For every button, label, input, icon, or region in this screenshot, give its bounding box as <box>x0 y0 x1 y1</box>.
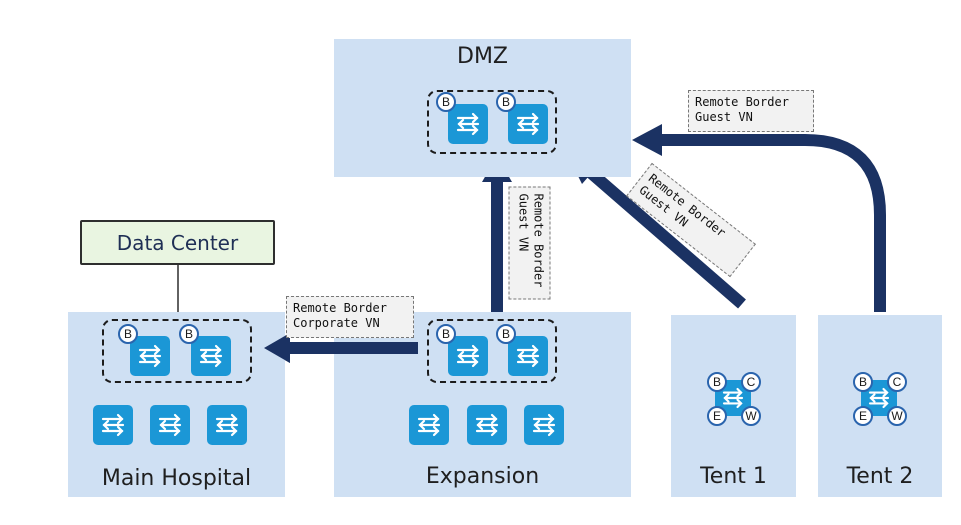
border-badge: B <box>436 324 456 344</box>
control-badge: C <box>887 372 907 392</box>
hospital-border-group <box>102 319 252 383</box>
wireless-badge: W <box>741 406 761 426</box>
dmz-border-group <box>427 90 557 154</box>
border-badge: B <box>118 324 138 344</box>
hospital-edge-switch <box>150 405 190 445</box>
control-badge: C <box>741 372 761 392</box>
expansion-border-group <box>427 319 557 383</box>
hospital-border-switch <box>130 336 170 376</box>
tent2-to-dmz-arrow <box>660 134 886 312</box>
border-badge: B <box>496 92 516 112</box>
hospital-edge-switch <box>207 405 247 445</box>
expansion-label: Expansion <box>425 464 540 489</box>
callout-remote-border-corporate: Remote Border Corporate VN <box>286 296 414 338</box>
tent1-label: Tent 1 <box>700 464 767 489</box>
tent1-to-dmz-arrow <box>586 167 746 309</box>
expansion-edge-switch <box>467 405 507 445</box>
main-hospital-label: Main Hospital <box>101 466 252 491</box>
expansion-edge-switch <box>409 405 449 445</box>
callout-remote-border-guest-top: Remote Border Guest VN <box>688 90 814 132</box>
border-badge: B <box>496 324 516 344</box>
border-badge: B <box>707 372 727 392</box>
wireless-badge: W <box>887 406 907 426</box>
dmz-border-switch <box>448 104 488 144</box>
expansion-border-switch <box>508 336 548 376</box>
dmz-label: DMZ <box>457 44 508 69</box>
tent2-label: Tent 2 <box>846 464 914 489</box>
edge-badge: E <box>707 406 727 426</box>
dmz-site: DMZ <box>334 39 631 177</box>
dmz-border-switch <box>508 104 548 144</box>
border-badge: B <box>436 92 456 112</box>
hospital-edge-switch <box>93 405 133 445</box>
edge-badge: E <box>853 406 873 426</box>
border-badge: B <box>853 372 873 392</box>
callout-remote-border-guest-vertical: Remote Border Guest VN <box>508 186 551 300</box>
expansion-edge-switch <box>524 405 564 445</box>
expansion-border-switch <box>448 336 488 376</box>
tent2-arrowhead <box>632 124 662 156</box>
border-badge: B <box>179 324 199 344</box>
data-center-box: Data Center <box>80 220 275 265</box>
main-hospital-site: Main Hospital <box>68 312 285 497</box>
hospital-border-switch <box>191 336 231 376</box>
